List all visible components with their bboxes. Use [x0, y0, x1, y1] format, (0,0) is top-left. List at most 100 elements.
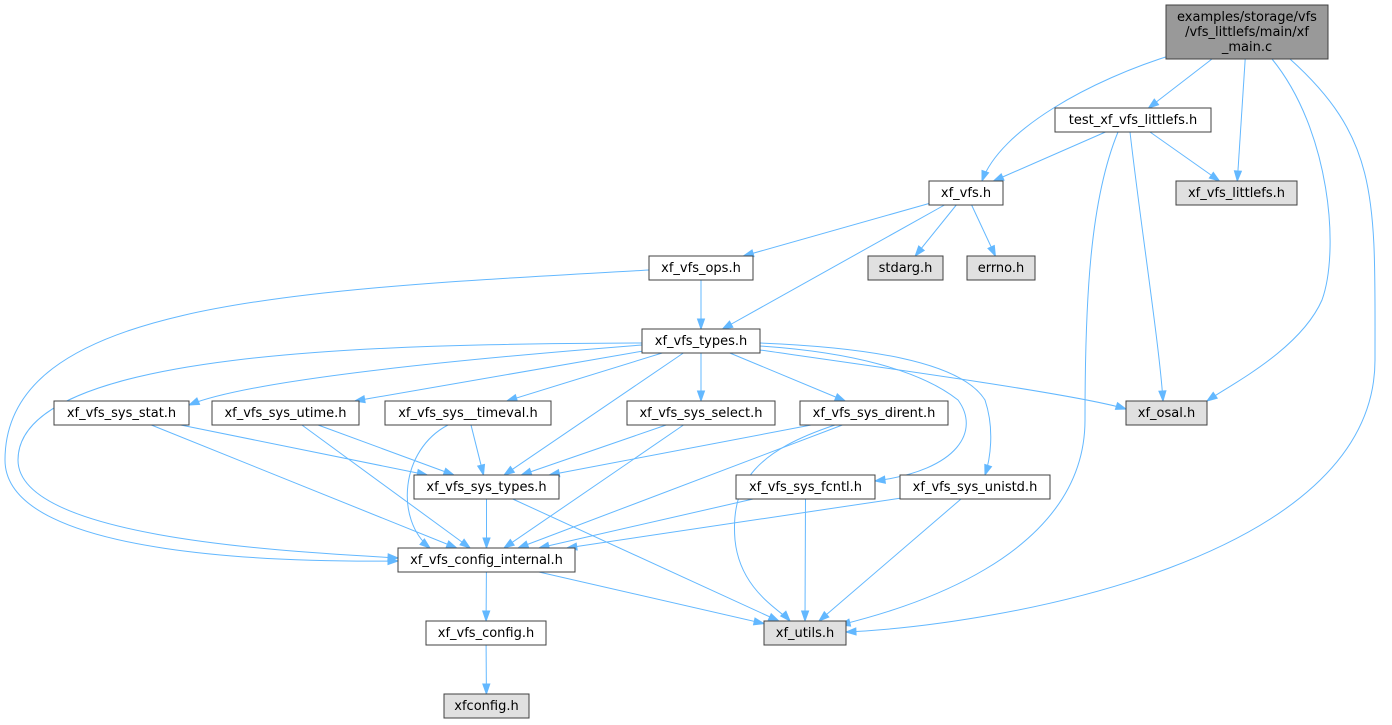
arrowhead	[502, 538, 516, 549]
edge-xf_vfs_sys_fcntl-to-xf_vfs_config_internal	[537, 498, 754, 550]
edge-line	[981, 53, 1176, 182]
edge-line	[845, 58, 1376, 633]
edge-line	[914, 204, 957, 257]
node-box	[211, 400, 360, 426]
edge-line	[512, 498, 780, 622]
node-xf-vfs-config-internal[interactable]: xf_vfs_config_internal.h	[397, 547, 576, 573]
arrowhead	[445, 540, 459, 549]
edge-xf_vfs-to-stdarg	[914, 204, 957, 258]
edge-xf_vfs_types-to-xf_vfs_sys_dirent	[729, 352, 847, 402]
node-label: _main.c	[1221, 40, 1272, 55]
edge-xf_vfs_sys_utime-to-xf_vfs_config_internal	[301, 424, 472, 549]
node-test-xf-vfs-littlefs[interactable]: test_xf_vfs_littlefs.h	[1054, 107, 1212, 133]
edge-line	[538, 498, 754, 549]
node-label: xf_vfs_ops.h	[661, 261, 741, 276]
node-box	[1125, 400, 1208, 426]
node-xf-main: examples/storage/vfs/vfs_littlefs/main/x…	[1165, 4, 1329, 60]
node-label: xf_vfs_sys_unistd.h	[913, 480, 1038, 495]
arrowhead	[800, 610, 810, 623]
node-box	[397, 547, 576, 573]
edge-xf_main-to-xf_osal	[1205, 58, 1331, 402]
node-errno: errno.h	[966, 255, 1036, 281]
edge-line	[993, 131, 1106, 182]
arrowhead	[387, 553, 400, 562]
node-xfconfig: xfconfig.h	[443, 693, 530, 719]
edge-xf_vfs_sys_unistd-to-xf_utils	[817, 498, 962, 622]
edge-line	[759, 349, 1127, 410]
node-label: xf_vfs_config.h	[438, 626, 534, 641]
node-box	[966, 255, 1036, 281]
node-label: xf_vfs.h	[941, 186, 991, 201]
node-label: xf_vfs_sys_utime.h	[224, 406, 346, 421]
edge-line	[538, 571, 765, 625]
arrowhead	[992, 172, 1005, 182]
node-xf-vfs-sys--timeval[interactable]: xf_vfs_sys__timeval.h	[384, 400, 552, 426]
node-xf-vfs[interactable]: xf_vfs.h	[928, 180, 1004, 206]
arrowhead	[187, 397, 201, 406]
node-box	[867, 255, 944, 281]
arrowhead	[984, 463, 993, 477]
arrowhead	[502, 465, 516, 476]
node-xf-vfs-types[interactable]: xf_vfs_types.h	[641, 328, 761, 354]
node-xf-vfs-ops[interactable]: xf_vfs_ops.h	[648, 255, 754, 281]
node-xf-vfs-config[interactable]: xf_vfs_config.h	[425, 620, 547, 646]
node-label: xf_vfs_types.h	[655, 334, 748, 349]
edge-line	[1236, 58, 1246, 182]
edge-xf_vfs_sys_dirent-to-xf_utils	[733, 424, 836, 623]
edge-xf_main-to-test_xf_vfs_littlefs	[1147, 58, 1213, 109]
node-xf-vfs-sys-unistd[interactable]: xf_vfs_sys_unistd.h	[899, 474, 1051, 500]
edge-test_xf_vfs_littlefs-to-xf_vfs	[992, 131, 1106, 182]
edge-line	[521, 424, 667, 476]
node-xf-vfs-sys-dirent[interactable]: xf_vfs_sys_dirent.h	[799, 400, 949, 426]
edge-xf_main-to-xf_vfs_littlefs	[1233, 58, 1246, 183]
edge-xf_vfs_sys_unistd-to-xf_vfs_config_internal	[565, 497, 901, 551]
node-label: xf_vfs_sys_select.h	[639, 406, 762, 421]
node-label: xf_vfs_sys_dirent.h	[813, 406, 936, 421]
node-xf-vfs-sys-select[interactable]: xf_vfs_sys_select.h	[626, 400, 776, 426]
edge-line	[17, 342, 643, 559]
node-label: examples/storage/vfs	[1177, 10, 1317, 25]
edge-test_xf_vfs_littlefs-to-xf_vfs_littlefs	[1149, 131, 1221, 182]
arrowhead	[1208, 171, 1221, 182]
node-label: xf_osal.h	[1138, 406, 1195, 421]
edge-xf_vfs_config_internal-to-xf_utils	[538, 571, 766, 626]
edge-xf_vfs-to-errno	[971, 204, 997, 258]
edge-line	[1206, 58, 1331, 402]
node-xf-vfs-sys-stat[interactable]: xf_vfs_sys_stat.h	[53, 400, 190, 426]
arrowhead	[1114, 401, 1128, 410]
node-stdarg: stdarg.h	[867, 255, 944, 281]
nodes-layer: examples/storage/vfs/vfs_littlefs/main/x…	[53, 4, 1329, 719]
node-label: xf_vfs_sys_fcntl.h	[749, 480, 862, 495]
edge-line	[506, 352, 663, 402]
edge-xf_vfs_ops-to-xf_vfs_types	[696, 280, 706, 331]
edge-line	[549, 424, 812, 476]
edge-line	[1148, 58, 1213, 109]
arrowhead	[476, 463, 486, 477]
node-box	[626, 400, 776, 426]
arrowhead	[519, 467, 533, 476]
arrowhead	[833, 393, 847, 402]
edge-line	[4, 269, 650, 562]
edge-line	[317, 424, 455, 476]
node-label: xf_vfs_sys_types.h	[426, 480, 546, 495]
arrowhead	[1158, 390, 1167, 403]
edge-xf_main-to-xf_utils	[844, 58, 1376, 636]
edge-xf_vfs_sys_stat-to-xf_vfs_config_internal	[151, 424, 459, 549]
arrowhead	[987, 244, 997, 258]
node-xf-vfs-sys-fcntl[interactable]: xf_vfs_sys_fcntl.h	[735, 474, 876, 500]
edge-line	[566, 497, 901, 549]
node-label: xf_vfs_sys_stat.h	[67, 406, 176, 421]
edge-line	[722, 204, 945, 330]
node-label: xf_vfs_littlefs.h	[1188, 186, 1285, 201]
edge-line	[354, 350, 643, 402]
node-label: stdarg.h	[879, 261, 933, 276]
edge-xf_vfs_types-to-xf_vfs_sys_types	[502, 352, 684, 476]
node-box	[1054, 107, 1212, 133]
node-label: /vfs_littlefs/main/xf	[1185, 25, 1309, 40]
arrowhead	[459, 538, 472, 549]
node-xf-vfs-sys-types[interactable]: xf_vfs_sys_types.h	[413, 474, 560, 500]
edge-line	[733, 424, 836, 622]
node-label: xf_vfs_config_internal.h	[410, 553, 563, 568]
node-xf-vfs-sys-utime[interactable]: xf_vfs_sys_utime.h	[211, 400, 360, 426]
edge-line	[301, 424, 471, 549]
